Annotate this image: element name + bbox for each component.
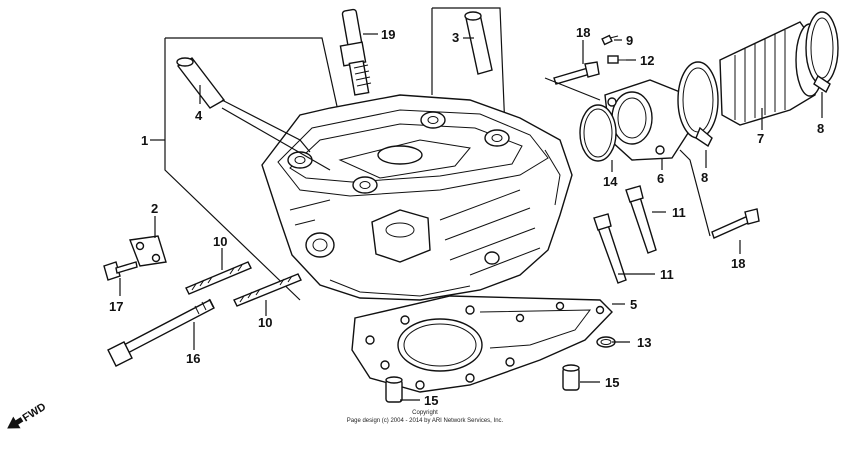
cylinder-head — [261, 94, 573, 301]
callout-5: 5 — [630, 297, 637, 312]
dowel-pin-15-b — [562, 364, 580, 391]
callout-6: 6 — [657, 171, 664, 186]
callout-10-lower: 10 — [258, 315, 272, 330]
callout-8-left: 8 — [701, 170, 708, 185]
bracket-2 — [129, 235, 167, 267]
leader-lines — [119, 33, 823, 401]
callout-7: 7 — [757, 131, 764, 146]
bolt-11-b — [593, 213, 627, 284]
callout-1: 1 — [141, 133, 148, 148]
valve-guide-3 — [464, 11, 493, 75]
fwd-indicator: FWD — [7, 401, 49, 429]
tube-clamp-left — [677, 61, 719, 148]
valve-guide-4 — [176, 57, 226, 109]
intake-joint — [604, 79, 691, 161]
callout-11-lower: 11 — [660, 267, 674, 282]
callout-14: 14 — [603, 174, 618, 189]
callout-15-right: 15 — [605, 375, 619, 390]
o-ring — [579, 104, 617, 162]
bolt-9 — [601, 34, 619, 46]
bolt-18-lower — [711, 208, 760, 239]
copyright-line-1: Copyright — [412, 410, 438, 416]
fwd-label: FWD — [21, 401, 49, 424]
stud-bolt-10-b — [233, 273, 302, 307]
stud-bolt-10-a — [185, 261, 252, 295]
fwd-arrow-icon — [7, 416, 24, 429]
callout-19: 19 — [381, 27, 395, 42]
bolt-17 — [103, 261, 138, 281]
callout-3: 3 — [452, 30, 459, 45]
bolt-12 — [607, 55, 628, 64]
copyright-line-2: Page design (c) 2004 - 2014 by ARI Netwo… — [347, 418, 504, 424]
callout-17: 17 — [109, 299, 123, 314]
head-gasket — [351, 295, 613, 393]
tube-clamp-right — [805, 11, 839, 94]
bolt-18-upper — [553, 61, 600, 85]
callout-10-upper: 10 — [213, 234, 227, 249]
callout-15-left: 15 — [424, 393, 438, 408]
callout-8-right: 8 — [817, 121, 824, 136]
callout-11-upper: 11 — [672, 205, 686, 220]
callout-labels: 1 2 3 4 5 6 7 8 8 9 10 10 11 11 12 13 14… — [109, 25, 824, 408]
bolt-11-a — [625, 185, 657, 254]
callout-2: 2 — [151, 201, 158, 216]
callout-4: 4 — [195, 108, 203, 123]
callout-16: 16 — [186, 351, 200, 366]
callout-18-lower: 18 — [731, 256, 745, 271]
bolt-16 — [107, 298, 215, 367]
callout-9: 9 — [626, 33, 633, 48]
callout-13: 13 — [637, 335, 651, 350]
callout-18-upper: 18 — [576, 25, 590, 40]
dowel-pin-15-a — [385, 376, 403, 403]
spark-plug — [339, 8, 372, 96]
group-bracket — [150, 7, 506, 301]
callout-12: 12 — [640, 53, 654, 68]
